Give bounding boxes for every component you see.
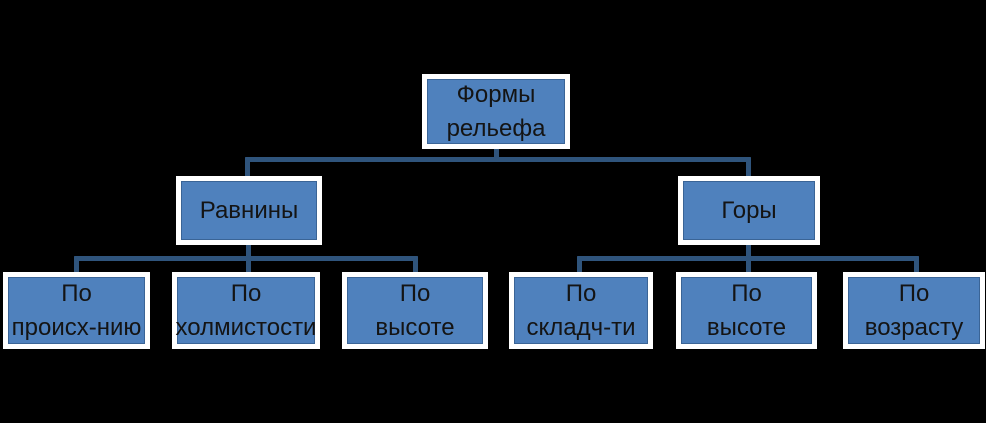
node-po-vozrastu: По возрасту (843, 272, 985, 349)
node-po-proiskhodeniyu: По происх-нию (3, 272, 150, 349)
connector-drop-gory (746, 157, 751, 177)
connector-drop-skladchatosti (577, 256, 582, 273)
node-label-line: По (731, 279, 762, 307)
node-label-line: высоте (375, 313, 455, 341)
node-gory: Горы (678, 176, 820, 245)
node-label-line: По (230, 279, 262, 307)
node-ravniny: Равнины (176, 176, 322, 245)
node-label-line: рельефа (446, 114, 546, 142)
node-label-line: По (898, 279, 930, 307)
node-po-vysote-ravniny: По высоте (342, 272, 488, 349)
connector-drop-vysote-left (413, 256, 418, 273)
node-po-skladchatosti: По складч-ти (509, 272, 653, 349)
connector-gory-rail (577, 256, 919, 261)
node-po-vysote-gory: По высоте (676, 272, 817, 349)
node-label-line: Равнины (199, 196, 299, 224)
connector-root-rail (245, 157, 751, 162)
connector-drop-ravniny (245, 157, 250, 177)
node-label-line: складч-ти (526, 313, 636, 341)
connector-drop-proiskhodeniyu (74, 256, 79, 273)
node-label-line: Горы (721, 196, 777, 224)
connector-drop-vozrastu (914, 256, 919, 273)
node-label-line: По (61, 279, 92, 307)
node-label-line: возрасту (864, 313, 964, 341)
node-po-kholmistosti: По холмистости (172, 272, 320, 349)
connector-ravniny-rail (74, 256, 418, 261)
node-label-line: происх-нию (11, 313, 142, 341)
node-formy-relefa: Формы рельефа (422, 74, 570, 149)
connector-root-stub (494, 147, 499, 162)
node-label-line: холмистости (175, 313, 317, 341)
node-label-line: высоте (706, 313, 787, 341)
node-label-line: По (399, 279, 431, 307)
node-label-line: По (565, 279, 597, 307)
node-label-line: Формы (456, 80, 536, 108)
